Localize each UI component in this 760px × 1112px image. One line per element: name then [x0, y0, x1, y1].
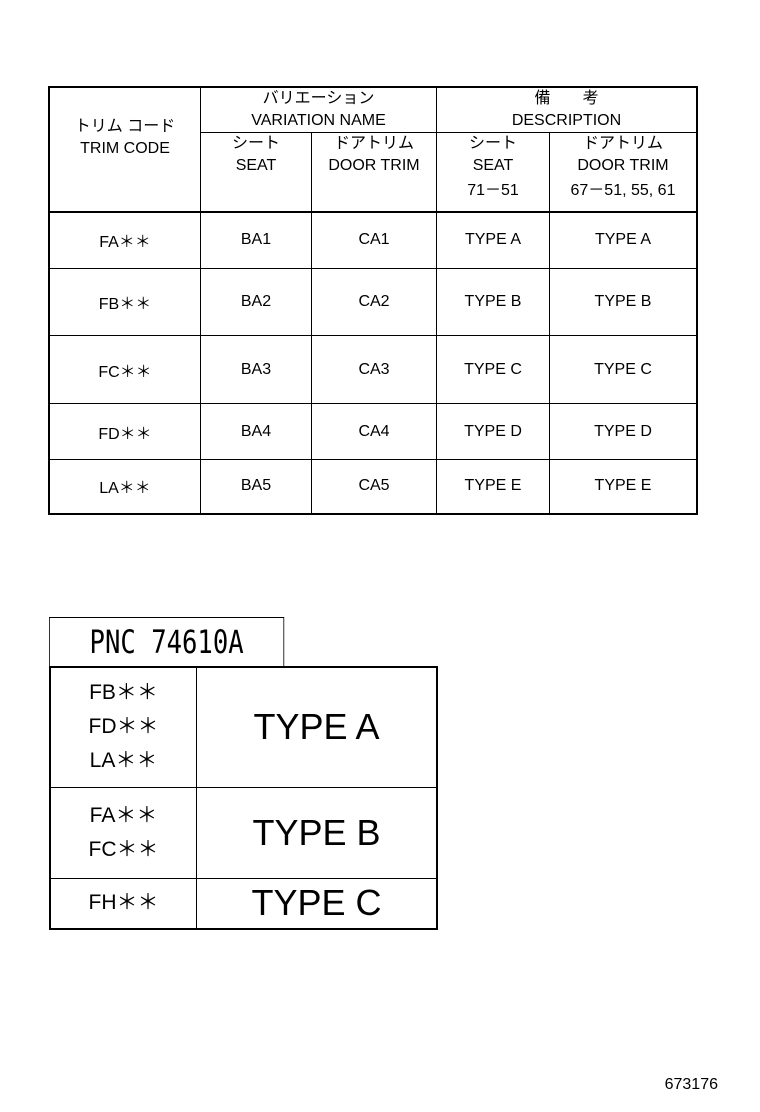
- trim-code: FC＊＊: [48, 335, 201, 404]
- door-label: DOOR TRIM: [577, 157, 669, 174]
- variation-jp: バリエーション: [262, 90, 375, 107]
- trim-code: FA＊＊: [48, 211, 201, 269]
- door-code: CA1: [311, 211, 437, 269]
- desc-label: DESCRIPTION: [511, 112, 622, 129]
- seat-label: SEAT: [235, 157, 277, 174]
- pnc-label: PNC 74610A: [49, 617, 285, 667]
- table-row: FB＊＊ FD＊＊ LA＊＊ TYPE A: [49, 666, 438, 788]
- trim-code: FD＊＊: [48, 403, 201, 460]
- type-label: TYPE B: [196, 786, 438, 879]
- seat-code: BA1: [200, 211, 312, 269]
- door-jp: ドアトリム: [333, 135, 414, 152]
- seat-label: SEAT: [472, 157, 514, 174]
- seat-jp: シート: [231, 135, 280, 152]
- door-desc: TYPE A: [549, 211, 698, 269]
- trim-codes: FB＊＊ FD＊＊ LA＊＊: [49, 666, 197, 788]
- seat-code: BA5: [200, 459, 312, 514]
- type-label: TYPE A: [196, 666, 438, 788]
- type-label: TYPE C: [196, 877, 438, 930]
- door-code: CA4: [311, 403, 437, 460]
- door-label: DOOR TRIM: [328, 157, 420, 174]
- trim-code: LA＊＊: [48, 459, 201, 514]
- desc-jp: 備 考: [534, 90, 599, 107]
- trim-codes: FA＊＊ FC＊＊: [49, 786, 197, 879]
- door-desc: TYPE E: [549, 459, 698, 514]
- header-desc-seat: シート SEAT 71－51: [436, 132, 550, 213]
- door-code: CA2: [311, 268, 437, 336]
- header-trim-code: トリム コード TRIM CODE: [48, 86, 201, 213]
- trim-code-label: TRIM CODE: [80, 140, 170, 158]
- pnc-type-table: FB＊＊ FD＊＊ LA＊＊ TYPE A FA＊＊ FC＊＊ TYPE B FH＊＊ TY…: [49, 666, 438, 930]
- door-code: CA3: [311, 335, 437, 404]
- header-seat: シート SEAT: [200, 132, 312, 213]
- header-description: 備 考 DESCRIPTION: [436, 86, 698, 133]
- figure-number: 673176: [664, 1076, 718, 1093]
- trim-code: FH＊＊: [88, 891, 159, 915]
- trim-code: FB＊＊: [89, 681, 158, 705]
- door-desc: TYPE D: [549, 403, 698, 460]
- seat-desc: TYPE B: [436, 268, 550, 336]
- door-jp: ドアトリム: [582, 135, 663, 152]
- seat-code: BA4: [200, 403, 312, 460]
- seat-code: BA2: [200, 268, 312, 336]
- variation-label: VARIATION NAME: [251, 112, 386, 129]
- door-ref: 67－51, 55, 61: [570, 182, 676, 199]
- seat-jp: シート: [468, 135, 517, 152]
- door-code: CA5: [311, 459, 437, 514]
- trim-code: FC＊＊: [88, 837, 159, 861]
- seat-desc: TYPE D: [436, 403, 550, 460]
- seat-desc: TYPE C: [436, 335, 550, 404]
- trim-code: FB＊＊: [48, 268, 201, 336]
- seat-desc: TYPE E: [436, 459, 550, 514]
- table-row: FA＊＊ FC＊＊ TYPE B: [49, 786, 438, 879]
- header-door: ドアトリム DOOR TRIM: [311, 132, 437, 213]
- trim-codes: FH＊＊: [49, 877, 197, 930]
- trim-code: LA＊＊: [89, 749, 158, 773]
- door-desc: TYPE C: [549, 335, 698, 404]
- trim-code-jp: トリム コード: [74, 118, 176, 136]
- trim-code: FD＊＊: [88, 715, 159, 739]
- trim-variation-table: トリム コード TRIM CODE バリエーション VARIATION NAME 備…: [48, 86, 698, 515]
- table-row: FH＊＊ TYPE C: [49, 877, 438, 930]
- seat-code: BA3: [200, 335, 312, 404]
- door-desc: TYPE B: [549, 268, 698, 336]
- seat-ref: 71－51: [467, 182, 519, 199]
- header-variation: バリエーション VARIATION NAME: [200, 86, 437, 133]
- trim-code: FA＊＊: [89, 803, 158, 827]
- header-desc-door: ドアトリム DOOR TRIM 67－51, 55, 61: [549, 132, 698, 213]
- seat-desc: TYPE A: [436, 211, 550, 269]
